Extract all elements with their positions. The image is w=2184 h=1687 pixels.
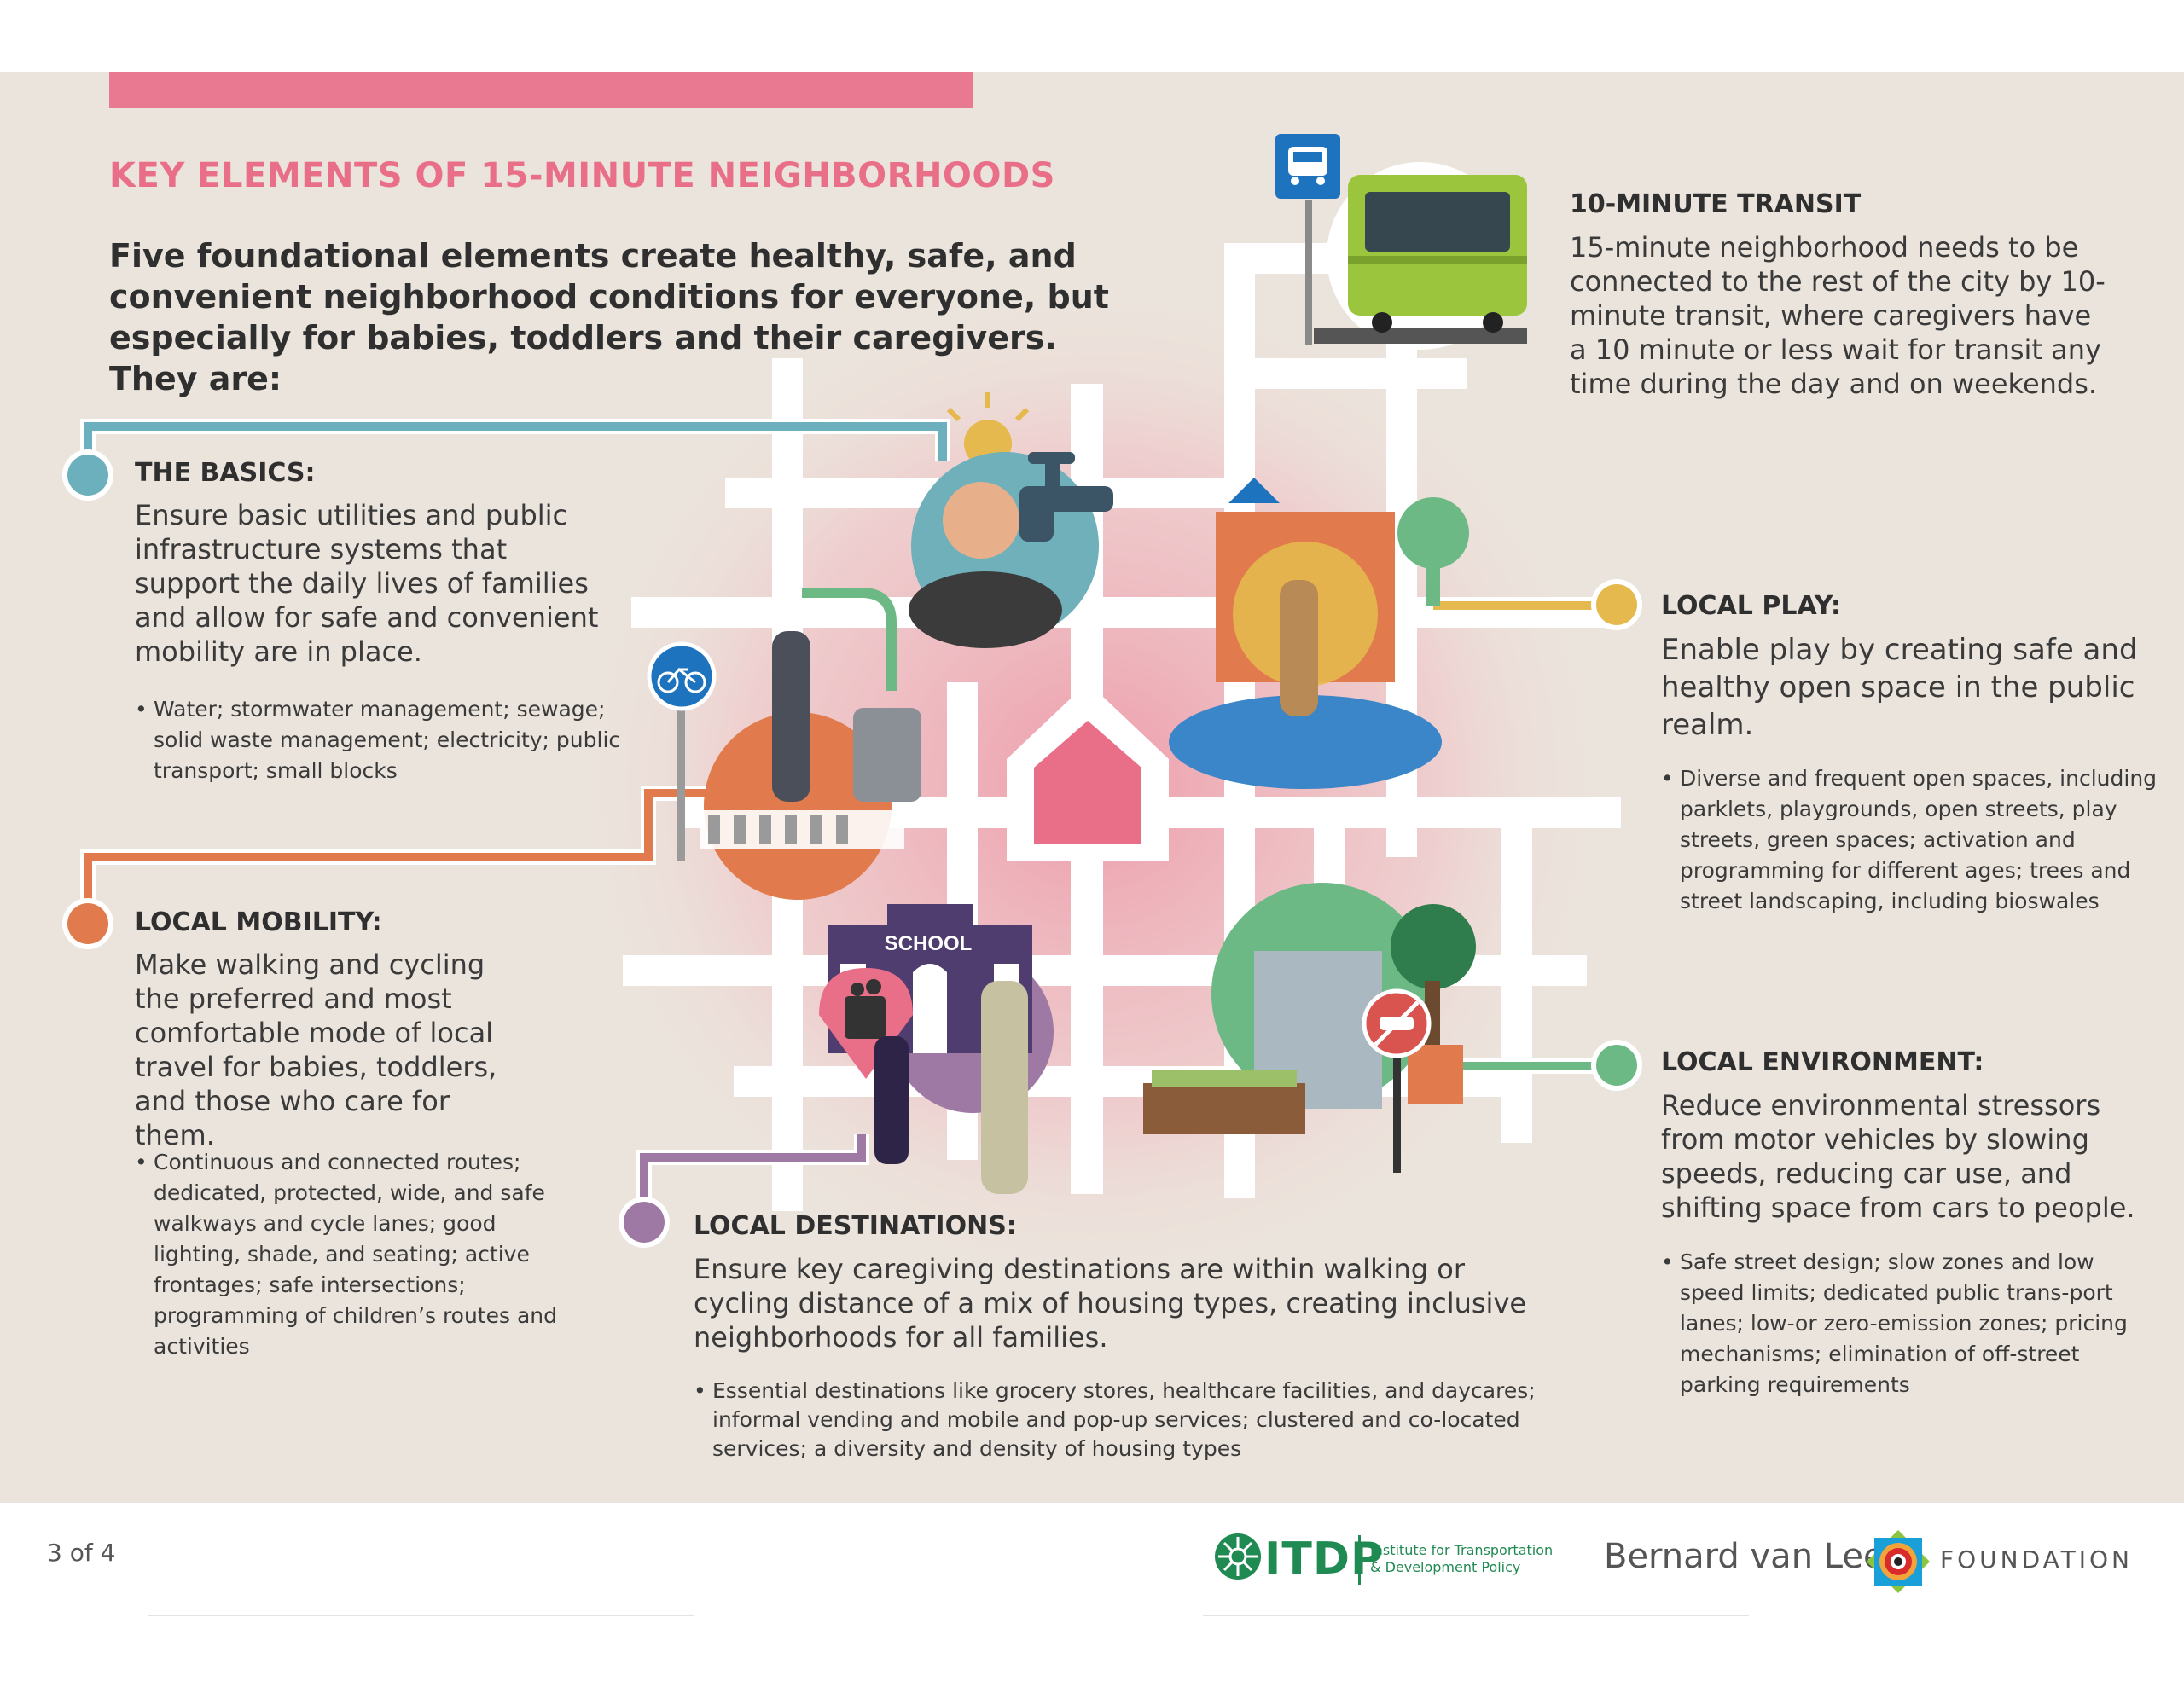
house-shape — [1034, 721, 1141, 844]
itdp-wordmark: ITDP — [1264, 1533, 1385, 1585]
basics-heading: THE BASICS: — [135, 458, 316, 488]
footer-rule-right — [1203, 1615, 1749, 1616]
mobility-connector — [84, 789, 717, 921]
mobility-bullet: Continuous and connected routes; dedicat… — [135, 1147, 580, 1362]
pallet — [1143, 1083, 1305, 1134]
page-number: 3 of 4 — [47, 1539, 116, 1567]
girl-figure — [874, 1036, 909, 1164]
mobility-heading: LOCAL MOBILITY: — [135, 907, 382, 937]
destinations-heading: LOCAL DESTINATIONS: — [694, 1211, 1017, 1241]
destinations-bullet: Essential destinations like grocery stor… — [694, 1377, 1583, 1464]
transit-body: 15-minute neighborhood needs to be conne… — [1570, 231, 2106, 400]
play-node — [1596, 584, 1637, 625]
basics-bullet: Water; stormwater management; sewage; so… — [135, 694, 631, 786]
bus-stop-icon — [1275, 134, 1340, 345]
environment-bullet: Safe street design; slow zones and low s… — [1661, 1247, 2158, 1400]
itdp-separator — [1358, 1535, 1361, 1585]
school-sign: SCHOOL — [885, 932, 973, 955]
itdp-line-1: Institute for Transportation — [1370, 1542, 1554, 1558]
lead-paragraph: Five foundational elements create health… — [109, 237, 1109, 397]
mobility-body: Make walking and cycling the preferred a… — [135, 948, 497, 1151]
green-path — [802, 588, 897, 691]
child-figure — [1280, 580, 1318, 716]
no-car-icon — [1362, 988, 1432, 1173]
basics-body: Ensure basic utilities and public infras… — [135, 499, 599, 668]
destinations-node — [624, 1202, 665, 1243]
destinations-connector — [640, 1134, 866, 1221]
bus-icon — [1314, 175, 1527, 344]
itdp-logo-icon — [1215, 1533, 1261, 1580]
playground-roof — [1228, 478, 1280, 503]
environment-heading: LOCAL ENVIRONMENT: — [1661, 1047, 1984, 1077]
itdp-subtitle: Institute for Transportation & Developme… — [1370, 1542, 1553, 1576]
tree-icon — [1397, 497, 1469, 606]
environment-node — [1596, 1045, 1637, 1086]
play-bullet: Diverse and frequent open spaces, includ… — [1661, 763, 2158, 917]
merry-go-round — [1169, 695, 1442, 789]
play-body: Enable play by creating safe and healthy… — [1661, 633, 2138, 742]
pink-header-bar — [109, 72, 973, 108]
bvl-name: Bernard van Leer — [1604, 1537, 1898, 1576]
grocery-bag-icon — [819, 968, 913, 1079]
crosswalk — [700, 810, 904, 849]
environment-body: Reduce environmental stressors from moto… — [1661, 1089, 2135, 1224]
stroller — [853, 708, 921, 802]
bvl-foundation: FOUNDATION — [1940, 1545, 2133, 1574]
crosswalk-stripes — [708, 815, 848, 844]
woman-figure — [981, 981, 1028, 1194]
neighborhood-illustration: SCHOOL — [62, 134, 1642, 1296]
destinations-body: Ensure key caregiving destinations are w… — [694, 1253, 1527, 1354]
itdp-line-2: & Development Policy — [1370, 1559, 1521, 1575]
page-kicker-title: KEY ELEMENTS OF 15-MINUTE NEIGHBORHOODS — [109, 156, 1055, 195]
transit-heading: 10-MINUTE TRANSIT — [1570, 189, 1862, 219]
bicycle-icon — [647, 641, 717, 861]
bvl-logo-icon — [1867, 1530, 1930, 1593]
tub — [909, 571, 1062, 648]
mobility-node — [67, 903, 108, 944]
footer-rule-left — [148, 1615, 694, 1616]
mobility-photo-circle — [704, 712, 892, 900]
caregiver-figure — [772, 631, 810, 802]
play-heading: LOCAL PLAY: — [1661, 591, 1841, 621]
basics-node — [67, 455, 108, 496]
water-tap-icon — [1019, 452, 1113, 542]
baby — [943, 482, 1019, 559]
turf — [1152, 1070, 1297, 1087]
